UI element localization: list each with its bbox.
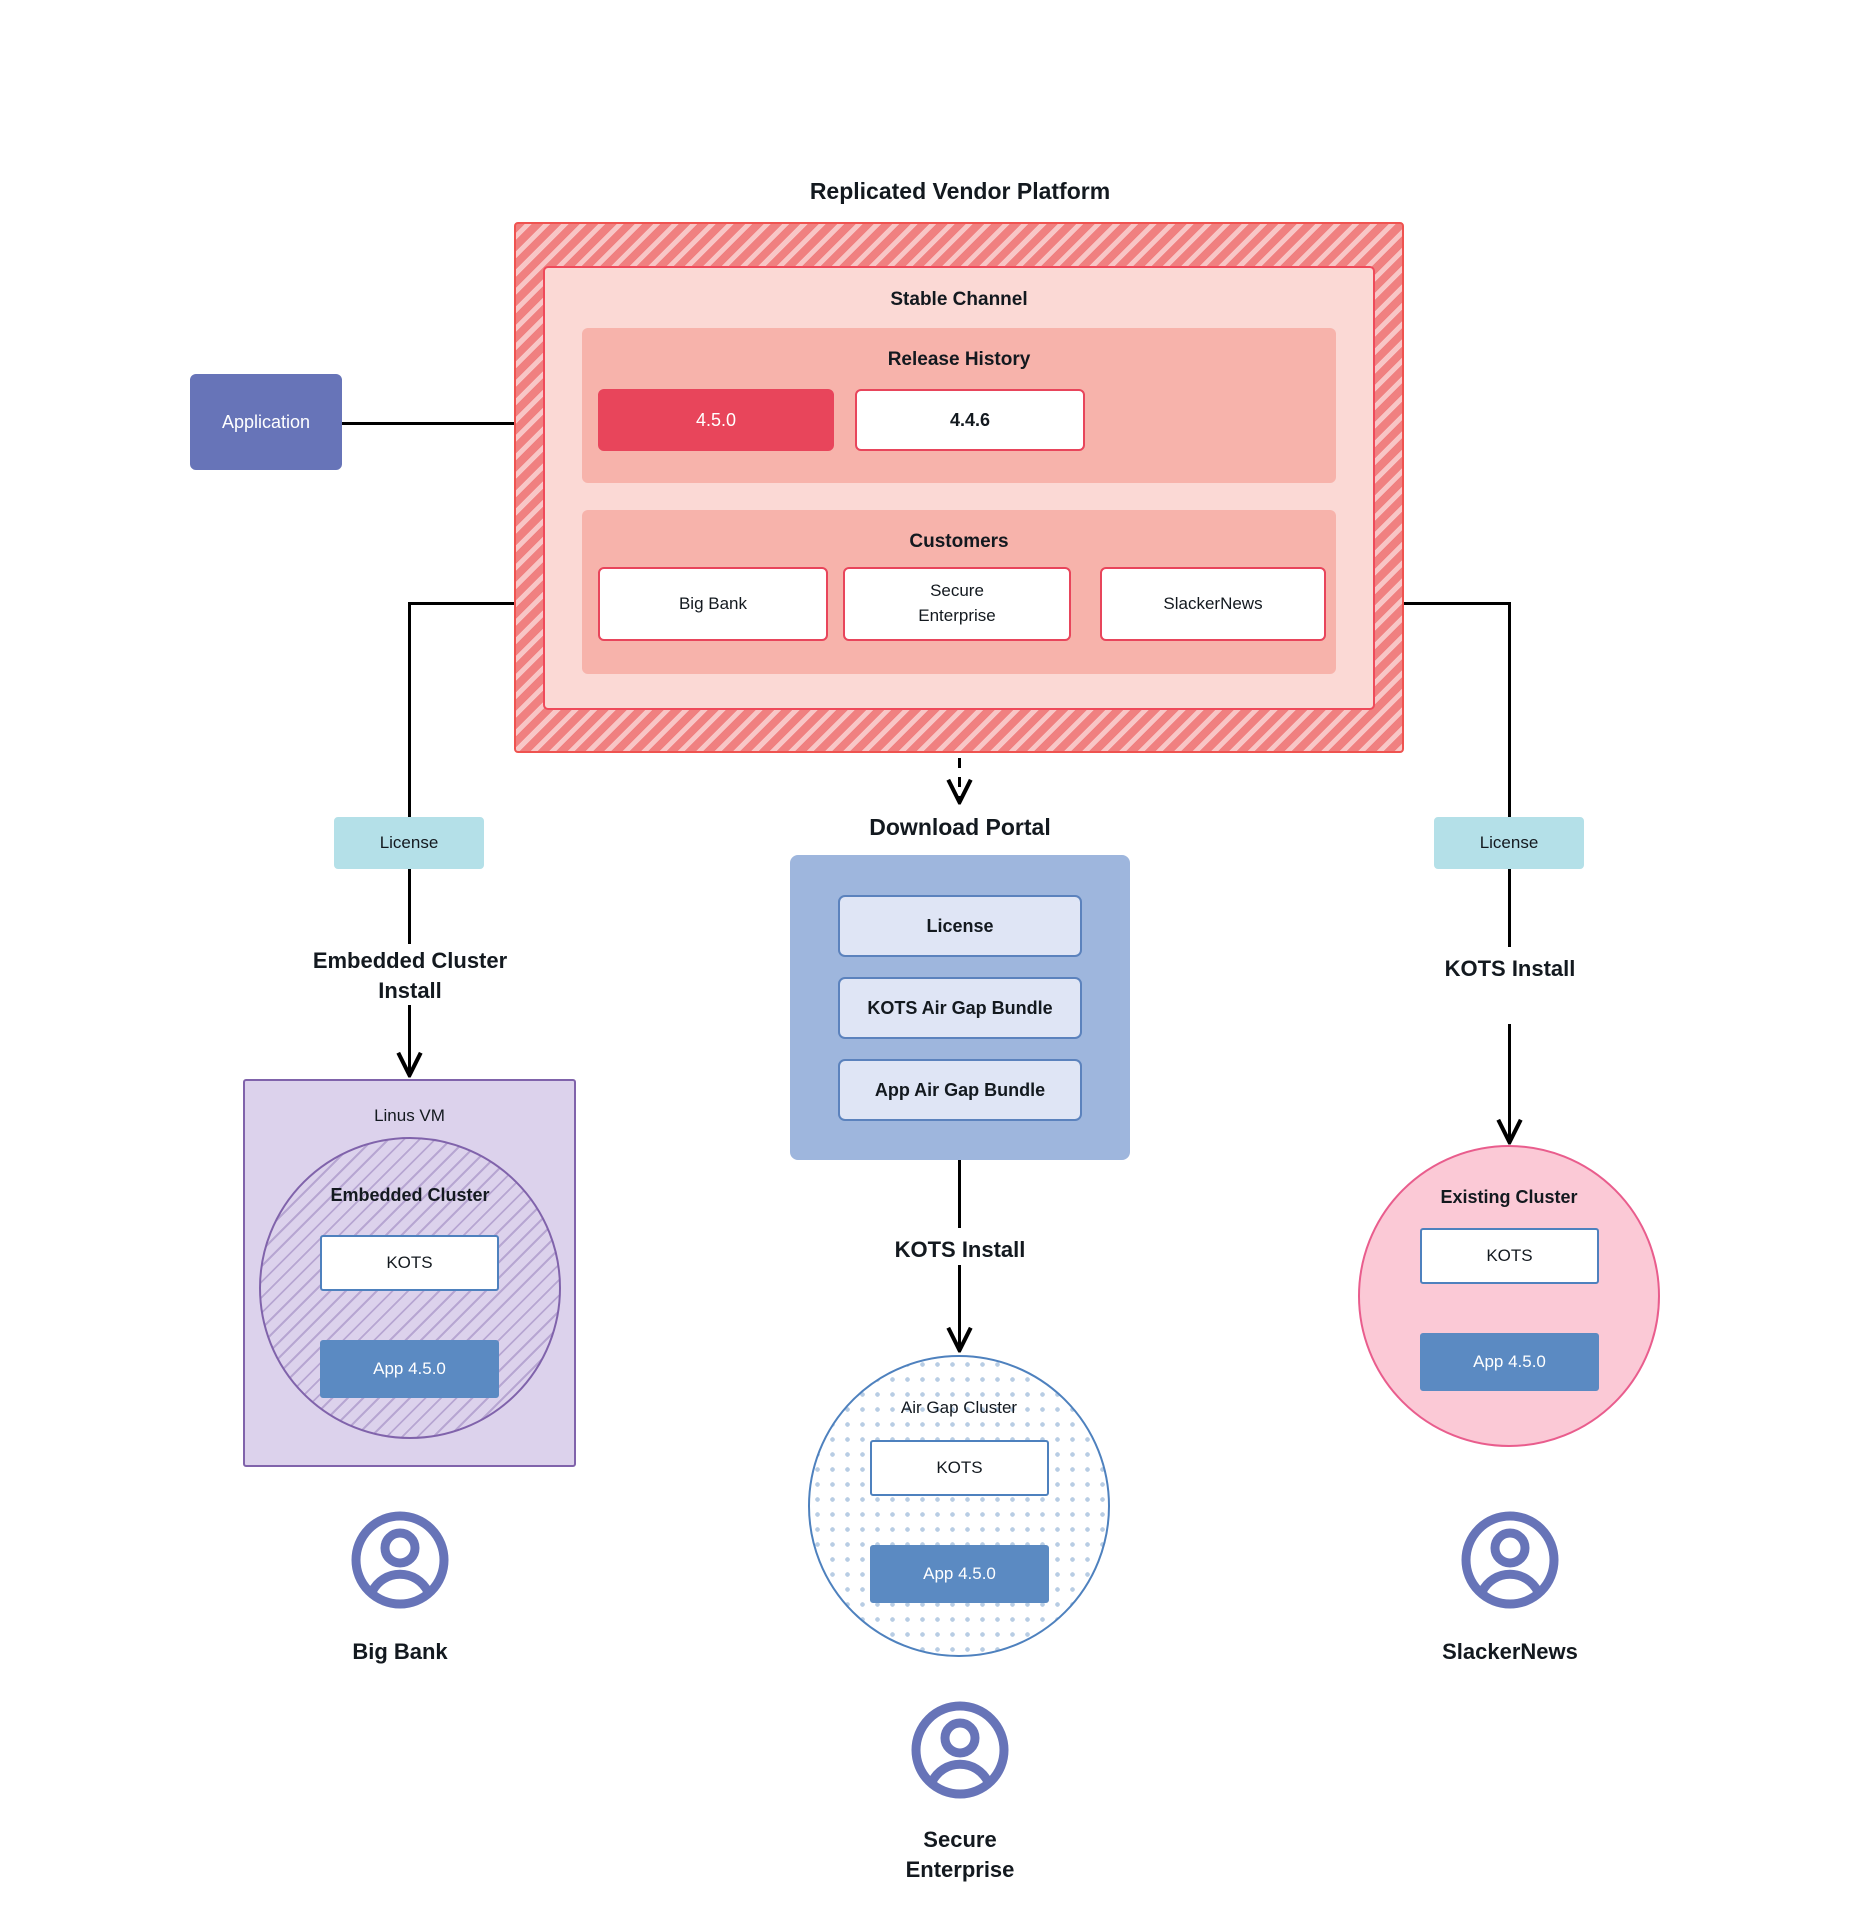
existing-cluster-circle — [1358, 1145, 1660, 1447]
connector-application-to-release — [340, 422, 598, 425]
portal-item-kots-air-gap-bundle[interactable]: KOTS Air Gap Bundle — [838, 977, 1082, 1039]
secure-enterprise-customer-label: Secure Enterprise — [840, 1824, 1080, 1886]
left-install-label-line1: Embedded Cluster — [312, 948, 508, 974]
download-portal-title: Download Portal — [869, 813, 1051, 840]
big-bank-avatar — [350, 1510, 450, 1610]
left-kots-box[interactable]: KOTS — [320, 1235, 499, 1291]
connector-portal-down — [958, 1160, 961, 1228]
connector-left-install-down — [408, 1005, 411, 1067]
connector-bigbank-horizontal — [408, 602, 598, 605]
big-bank-customer-label: Big Bank — [352, 1639, 448, 1664]
left-install-label-line2: Install — [378, 978, 442, 1003]
secure-enterprise-label-line1: Secure — [923, 1827, 997, 1853]
embedded-cluster-label: Embedded Cluster — [330, 1184, 490, 1205]
left-license-box[interactable]: License — [334, 817, 484, 869]
user-avatar-icon — [1461, 1511, 1559, 1609]
secure-enterprise-label-line2: Enterprise — [905, 1857, 1015, 1882]
page-title: Replicated Vendor Platform — [809, 177, 1111, 204]
air-gap-cluster-circle — [808, 1355, 1110, 1657]
customer-box-slackernews[interactable]: SlackerNews — [1100, 567, 1326, 641]
release-item-active[interactable]: 4.5.0 — [598, 389, 834, 451]
right-app-box[interactable]: App 4.5.0 — [1420, 1333, 1599, 1391]
left-app-box[interactable]: App 4.5.0 — [320, 1340, 499, 1398]
customer-box-big-bank[interactable]: Big Bank — [598, 567, 828, 641]
middle-install-label: KOTS Install — [894, 1237, 1026, 1262]
right-install-label: KOTS Install — [1444, 956, 1576, 981]
connector-left-license-down — [408, 869, 411, 944]
linus-vm-label: Linus VM — [374, 1106, 445, 1125]
existing-cluster-label: Existing Cluster — [1440, 1186, 1578, 1207]
secure-enterprise-avatar — [910, 1700, 1010, 1800]
user-avatar-icon — [911, 1701, 1009, 1799]
user-avatar-icon — [351, 1511, 449, 1609]
customer-label-line1: Secure — [930, 581, 984, 601]
release-item-inactive[interactable]: 4.4.6 — [855, 389, 1085, 451]
release-history-title: Release History — [887, 349, 1031, 370]
portal-item-app-air-gap-bundle[interactable]: App Air Gap Bundle — [838, 1059, 1082, 1121]
connector-slackernews-vertical — [1508, 602, 1511, 817]
slackernews-avatar — [1460, 1510, 1560, 1610]
middle-app-box[interactable]: App 4.5.0 — [870, 1545, 1049, 1603]
connector-right-license-down — [1508, 869, 1511, 947]
right-kots-box[interactable]: KOTS — [1420, 1228, 1599, 1284]
application-box[interactable]: Application — [190, 374, 342, 470]
stable-channel-title: Stable Channel — [890, 289, 1028, 310]
portal-item-license[interactable]: License — [838, 895, 1082, 957]
slackernews-customer-label: SlackerNews — [1442, 1639, 1578, 1664]
right-license-box[interactable]: License — [1434, 817, 1584, 869]
customers-title: Customers — [909, 531, 1009, 552]
connector-bigbank-vertical — [408, 602, 411, 817]
left-install-label: Embedded Cluster Install — [260, 948, 560, 1004]
connector-middle-install-down — [958, 1265, 961, 1333]
customer-box-secure-enterprise[interactable]: Secure Enterprise — [843, 567, 1071, 641]
connector-slackernews-horizontal — [1328, 602, 1511, 605]
connector-right-install-down — [1508, 1024, 1511, 1114]
air-gap-cluster-label: Air Gap Cluster — [900, 1398, 1018, 1417]
middle-kots-box[interactable]: KOTS — [870, 1440, 1049, 1496]
customer-label-line2: Enterprise — [918, 606, 996, 625]
